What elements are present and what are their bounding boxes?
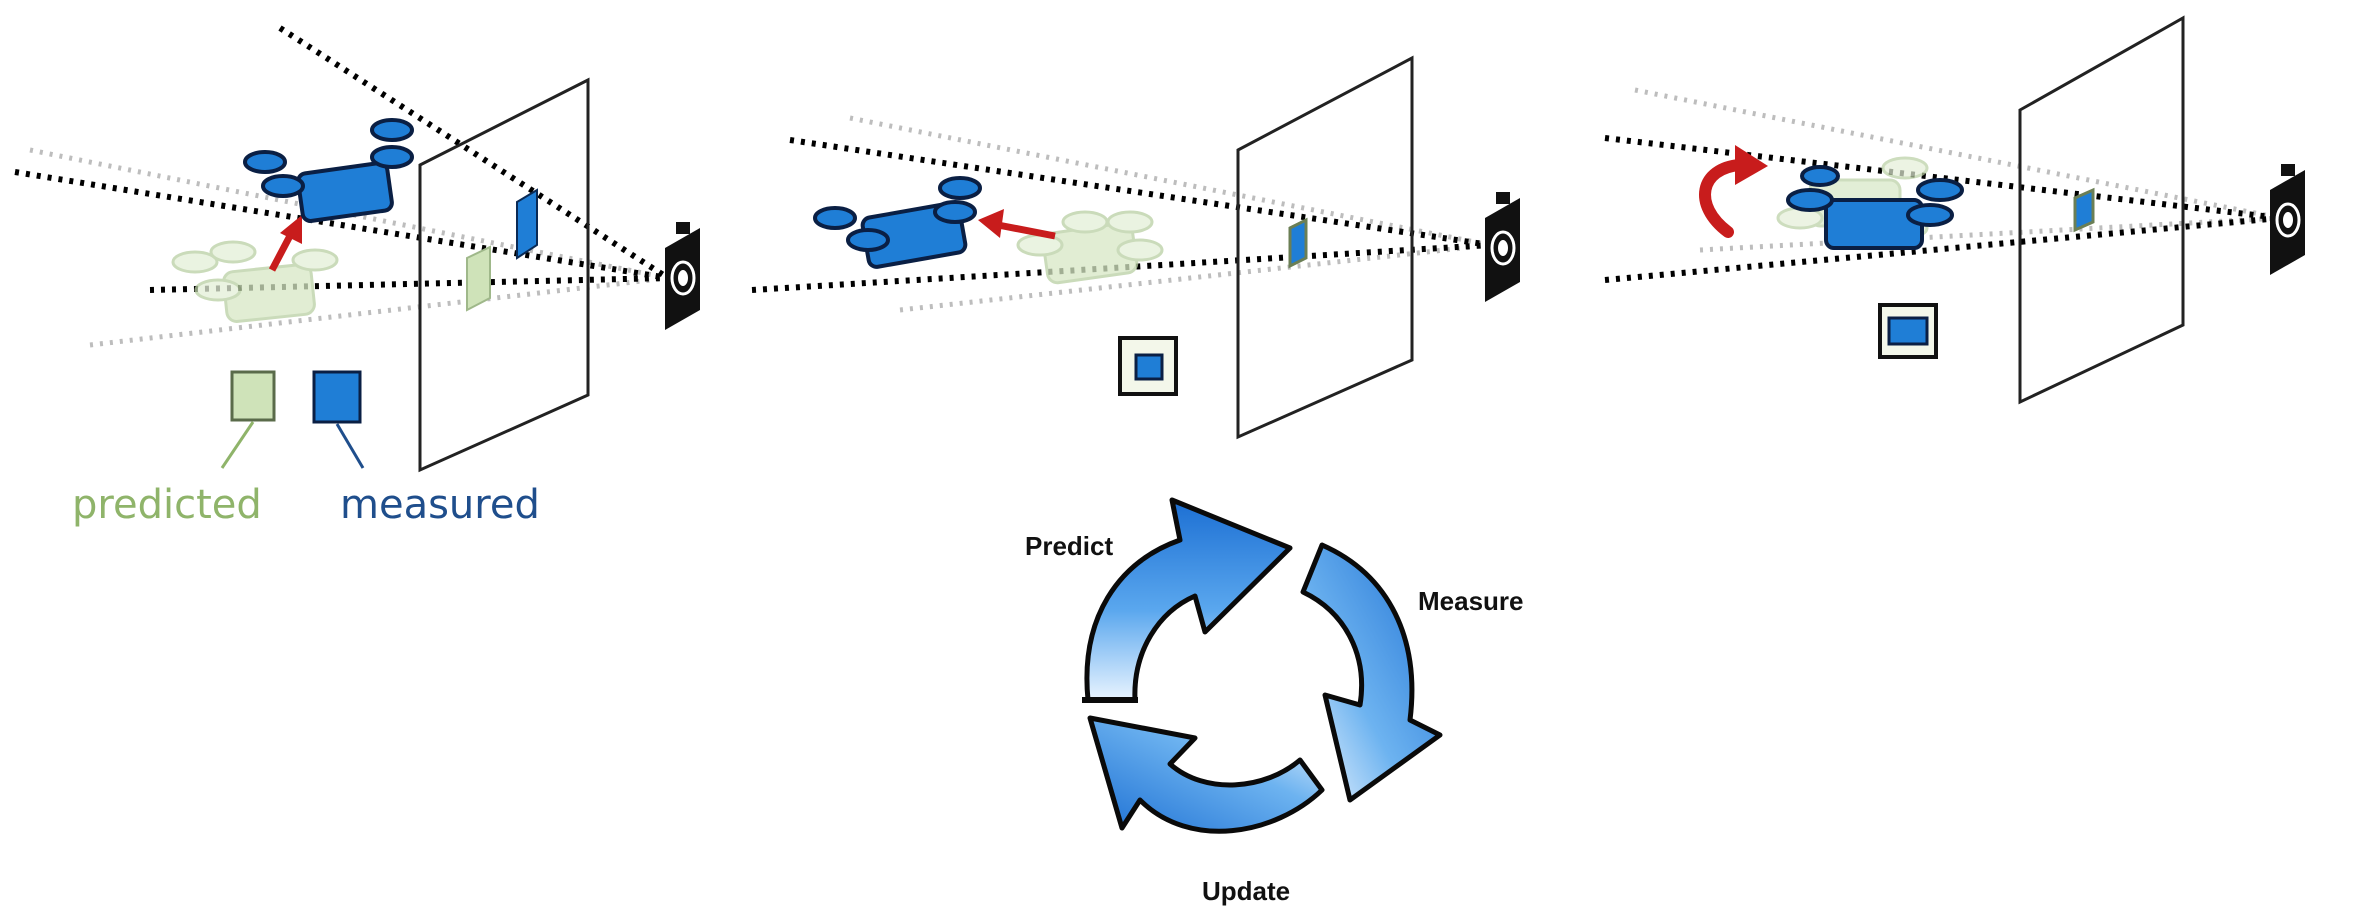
camera-icon (665, 222, 700, 330)
ray-lower (751, 242, 1491, 293)
cycle-arrow-icon (1084, 497, 1293, 703)
predict-measure-update-cycle: Predict Measure Update (1025, 497, 1524, 906)
drone-icon (1786, 165, 1964, 250)
camera-icon (1485, 192, 1520, 302)
drone-icon (1016, 210, 1164, 285)
image-plane (1236, 55, 1414, 440)
cycle-label-predict: Predict (1025, 531, 1113, 561)
ray-upper (789, 137, 1491, 248)
cycle-arrow-icon (1300, 542, 1443, 803)
measured-projection (2073, 187, 2095, 233)
ray-middle (14, 169, 669, 281)
legend-measured-swatch (312, 370, 362, 424)
measured-projection (1288, 217, 1308, 269)
cycle-arrow-icon (1087, 715, 1325, 834)
panel-measurement (751, 55, 1520, 440)
motion-arrow-icon (268, 215, 302, 272)
panel-predicted-vs-measured: predicted measured (14, 25, 700, 528)
cycle-label-measure: Measure (1418, 586, 1524, 616)
box-overlap-icon (1878, 303, 1938, 359)
ray-upper (278, 25, 670, 281)
box-overlap-icon (1118, 336, 1178, 396)
ray-lower (149, 275, 669, 293)
measured-projection (516, 188, 538, 260)
cycle-label-update: Update (1202, 876, 1290, 906)
legend-predicted-swatch (230, 370, 276, 422)
image-plane (2018, 15, 2185, 405)
camera-icon (2270, 164, 2305, 275)
rotation-arrow-icon (1699, 145, 1768, 238)
legend-measured-label: measured (340, 482, 540, 528)
predicted-projection (466, 245, 491, 312)
ray-upper (1604, 135, 2281, 221)
drone-icon (171, 240, 339, 323)
legend-predicted-label: predicted (72, 482, 262, 528)
panel-update (1604, 15, 2305, 405)
ray-lower (1604, 215, 2281, 283)
drone-icon (243, 118, 414, 223)
image-plane (418, 77, 590, 473)
motion-arrow-icon (978, 209, 1056, 240)
drone-icon (813, 176, 982, 269)
